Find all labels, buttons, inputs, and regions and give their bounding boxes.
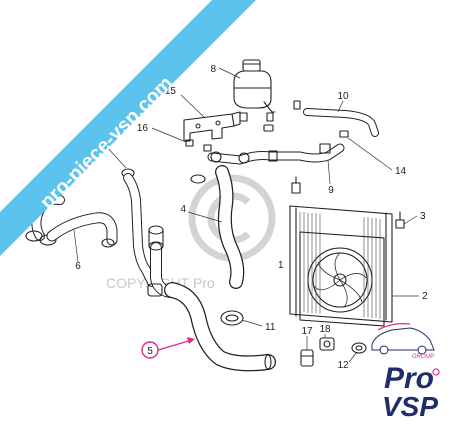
part-18-sensor bbox=[319, 337, 335, 351]
part-9-heater-hose bbox=[207, 143, 345, 165]
rubber-mounts bbox=[291, 176, 301, 194]
vertical-hose bbox=[123, 173, 157, 287]
part-10-small-pipe bbox=[303, 108, 379, 138]
part-12-ring bbox=[351, 342, 367, 354]
logo-tag: GROUP bbox=[412, 354, 434, 360]
part-5-highlight bbox=[141, 337, 195, 359]
part-4-upper-hose bbox=[215, 165, 245, 289]
callout-6: 6 bbox=[75, 261, 81, 272]
banner-text: pro-piece-vsp.com bbox=[36, 72, 177, 213]
callout-15: 15 bbox=[165, 86, 177, 97]
callout-11: 11 bbox=[265, 322, 276, 333]
callout-12: 12 bbox=[337, 360, 349, 371]
tank-fittings bbox=[239, 100, 301, 132]
part-1-fan bbox=[299, 231, 385, 327]
callout-3: 3 bbox=[420, 211, 426, 222]
pro-vsp-logo: GROUP Pro VSP bbox=[371, 323, 440, 422]
part-15-bracket bbox=[183, 111, 241, 142]
callout-2: 2 bbox=[422, 291, 428, 302]
callout-1: 1 bbox=[278, 260, 284, 271]
callout-18: 18 bbox=[319, 324, 331, 335]
logo-line2: VSP bbox=[382, 391, 438, 422]
website-banner: pro-piece-vsp.com bbox=[0, 0, 256, 256]
banner-stripe bbox=[0, 0, 256, 256]
part-8-expansion-tank bbox=[233, 59, 276, 113]
callout-9: 9 bbox=[328, 185, 334, 196]
callout-16: 16 bbox=[137, 123, 149, 134]
part-16-fittings bbox=[185, 139, 212, 152]
logo-dot bbox=[432, 368, 440, 376]
callout-14: 14 bbox=[395, 166, 407, 177]
car-silhouette bbox=[371, 323, 435, 355]
callout-10: 10 bbox=[337, 91, 349, 102]
callout-5: 5 bbox=[147, 346, 153, 357]
callout-4: 4 bbox=[180, 204, 186, 215]
part-3-bolt bbox=[395, 211, 405, 229]
part-6-lower-left-hose bbox=[46, 212, 118, 248]
part-11-clamp bbox=[220, 310, 244, 326]
callout-17: 17 bbox=[301, 326, 313, 337]
part-2-radiator bbox=[289, 205, 393, 323]
logo-line1: Pro bbox=[384, 362, 434, 395]
callout-8: 8 bbox=[210, 64, 216, 75]
part-17-sensor bbox=[300, 349, 314, 367]
part-5-lower-hose bbox=[164, 282, 276, 372]
